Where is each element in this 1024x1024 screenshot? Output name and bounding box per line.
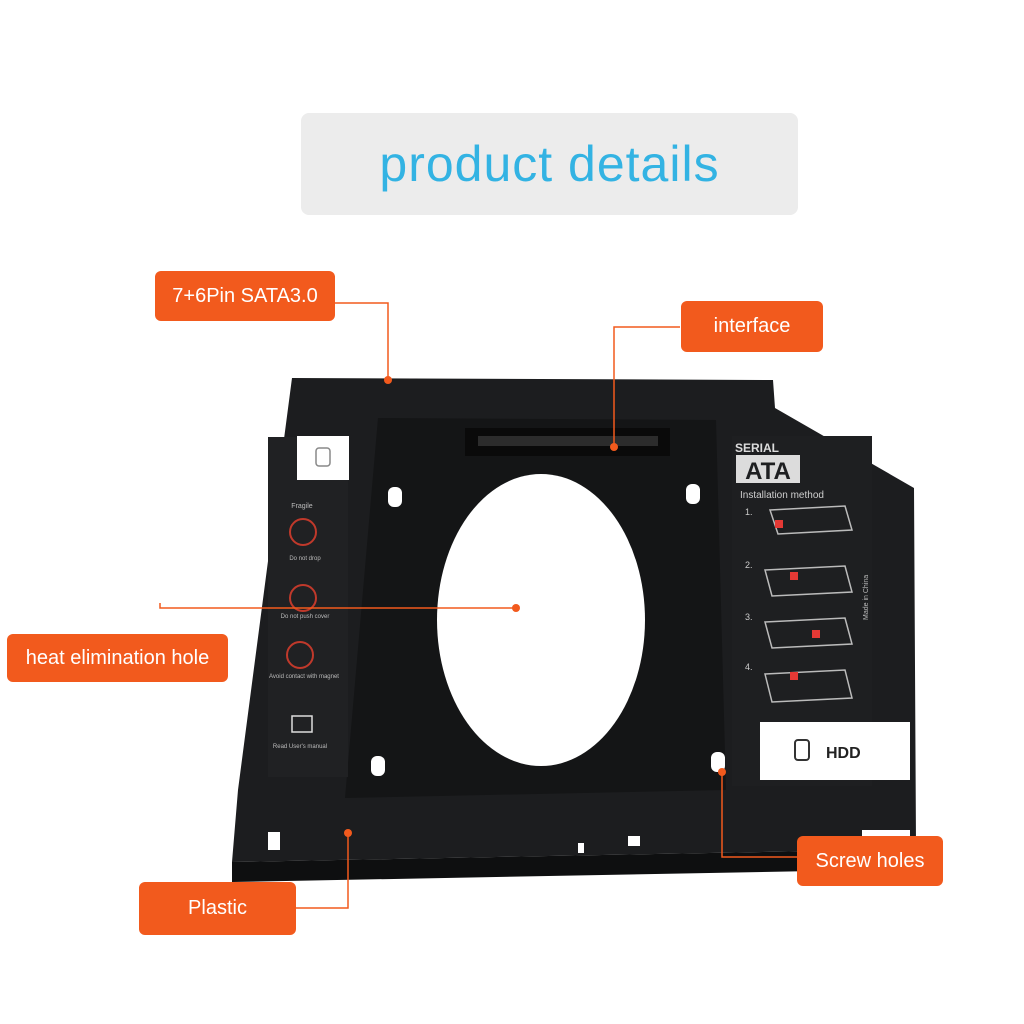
- no-push-icon: [289, 584, 317, 612]
- step1-marker: [775, 520, 783, 528]
- warning-fragile: Fragile: [291, 503, 313, 510]
- leader-lines: [159, 302, 797, 909]
- callout-sata: 7+6Pin SATA3.0: [155, 271, 335, 321]
- callout-screw-text: Screw holes: [815, 849, 925, 872]
- leader-heat: [159, 603, 516, 609]
- left-warning-label: [268, 437, 348, 777]
- screw-hole-tr: [686, 484, 700, 504]
- step3-drawing: [764, 617, 853, 649]
- callout-heat-text: heat elimination hole: [25, 646, 210, 669]
- step3-marker: [812, 630, 820, 638]
- leader-interface: [613, 326, 680, 447]
- step2-drawing: [764, 565, 853, 597]
- disk-icon: [315, 447, 331, 467]
- step-4: 4.: [745, 662, 753, 672]
- edge-slot-4: [862, 830, 910, 840]
- callout-sata-text: 7+6Pin SATA3.0: [172, 284, 318, 307]
- screw-hole-br: [711, 752, 725, 772]
- serial-label: SERIAL: [735, 441, 779, 455]
- callout-heat: heat elimination hole: [7, 634, 228, 682]
- no-drop-icon: [289, 518, 317, 546]
- step4-drawing: [764, 669, 853, 703]
- edge-slot-3: [578, 843, 584, 853]
- warning-magnet: Avoid contact with magnet: [269, 674, 339, 680]
- step-1: 1.: [745, 507, 753, 517]
- callout-interface: interface: [681, 301, 823, 352]
- screw-hole-bl: [371, 756, 385, 776]
- callout-interface-text: interface: [713, 315, 791, 337]
- step-2: 2.: [745, 560, 753, 570]
- ata-badge: [736, 455, 800, 483]
- caddy-bottom-edge: [232, 850, 868, 882]
- callout-plastic: Plastic: [139, 882, 296, 935]
- made-in-label: Made in China: [863, 575, 870, 620]
- leader-screw: [721, 772, 797, 858]
- title-banner: product details: [301, 113, 798, 215]
- step-3: 3.: [745, 612, 753, 622]
- install-title: Installation method: [740, 490, 824, 501]
- page-title: product details: [379, 136, 720, 192]
- ata-label: ATA: [745, 458, 791, 485]
- warning-drop: Do not drop: [289, 556, 321, 562]
- hdd-label-box: [760, 722, 910, 780]
- step2-marker: [790, 572, 798, 580]
- callout-screw: Screw holes: [797, 836, 943, 886]
- sata-pins: [478, 436, 658, 446]
- leader-sata: [334, 302, 389, 378]
- step4-marker: [790, 672, 798, 680]
- leader-plastic: [296, 833, 349, 909]
- disk-icon-box: [297, 436, 349, 480]
- no-magnet-icon: [286, 641, 314, 669]
- hdd-label: HDD: [826, 745, 861, 762]
- callout-plastic-text: Plastic: [188, 897, 247, 919]
- manual-icon: [291, 715, 313, 733]
- edge-slot-2: [628, 836, 640, 846]
- warning-manual: Read User's manual: [273, 744, 327, 750]
- edge-slot-1: [268, 832, 280, 850]
- heat-hole: [437, 474, 645, 766]
- hdd-icon: [794, 739, 810, 761]
- leader-dots: [344, 376, 726, 837]
- warning-push: Do not push cover: [281, 614, 330, 620]
- screw-hole-tl: [388, 487, 402, 507]
